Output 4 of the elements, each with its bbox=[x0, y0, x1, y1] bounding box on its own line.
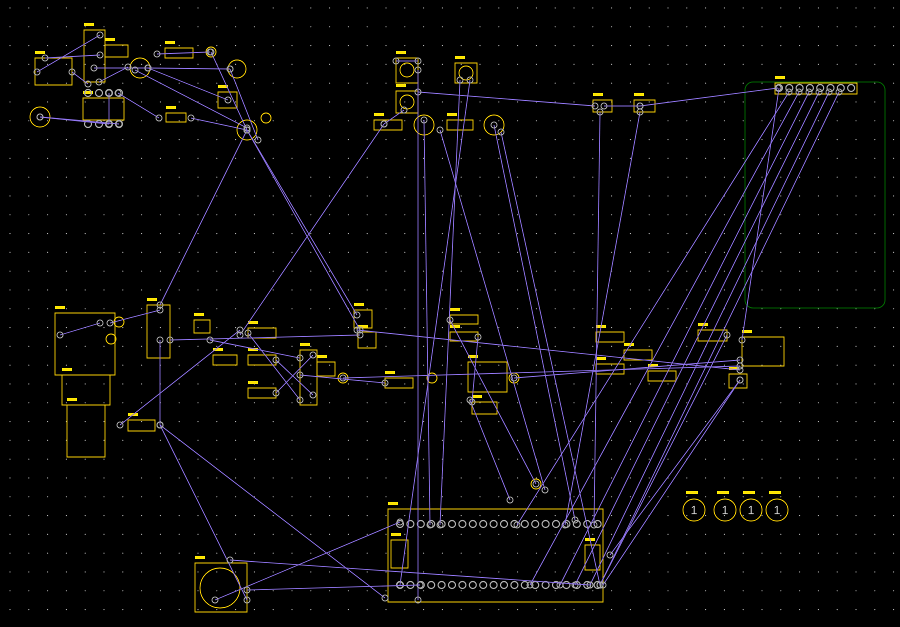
test-point: 1 bbox=[682, 498, 706, 522]
test-point: 1 bbox=[714, 498, 736, 522]
test-point: 1 bbox=[740, 498, 762, 522]
test-point: 1 bbox=[766, 498, 788, 522]
